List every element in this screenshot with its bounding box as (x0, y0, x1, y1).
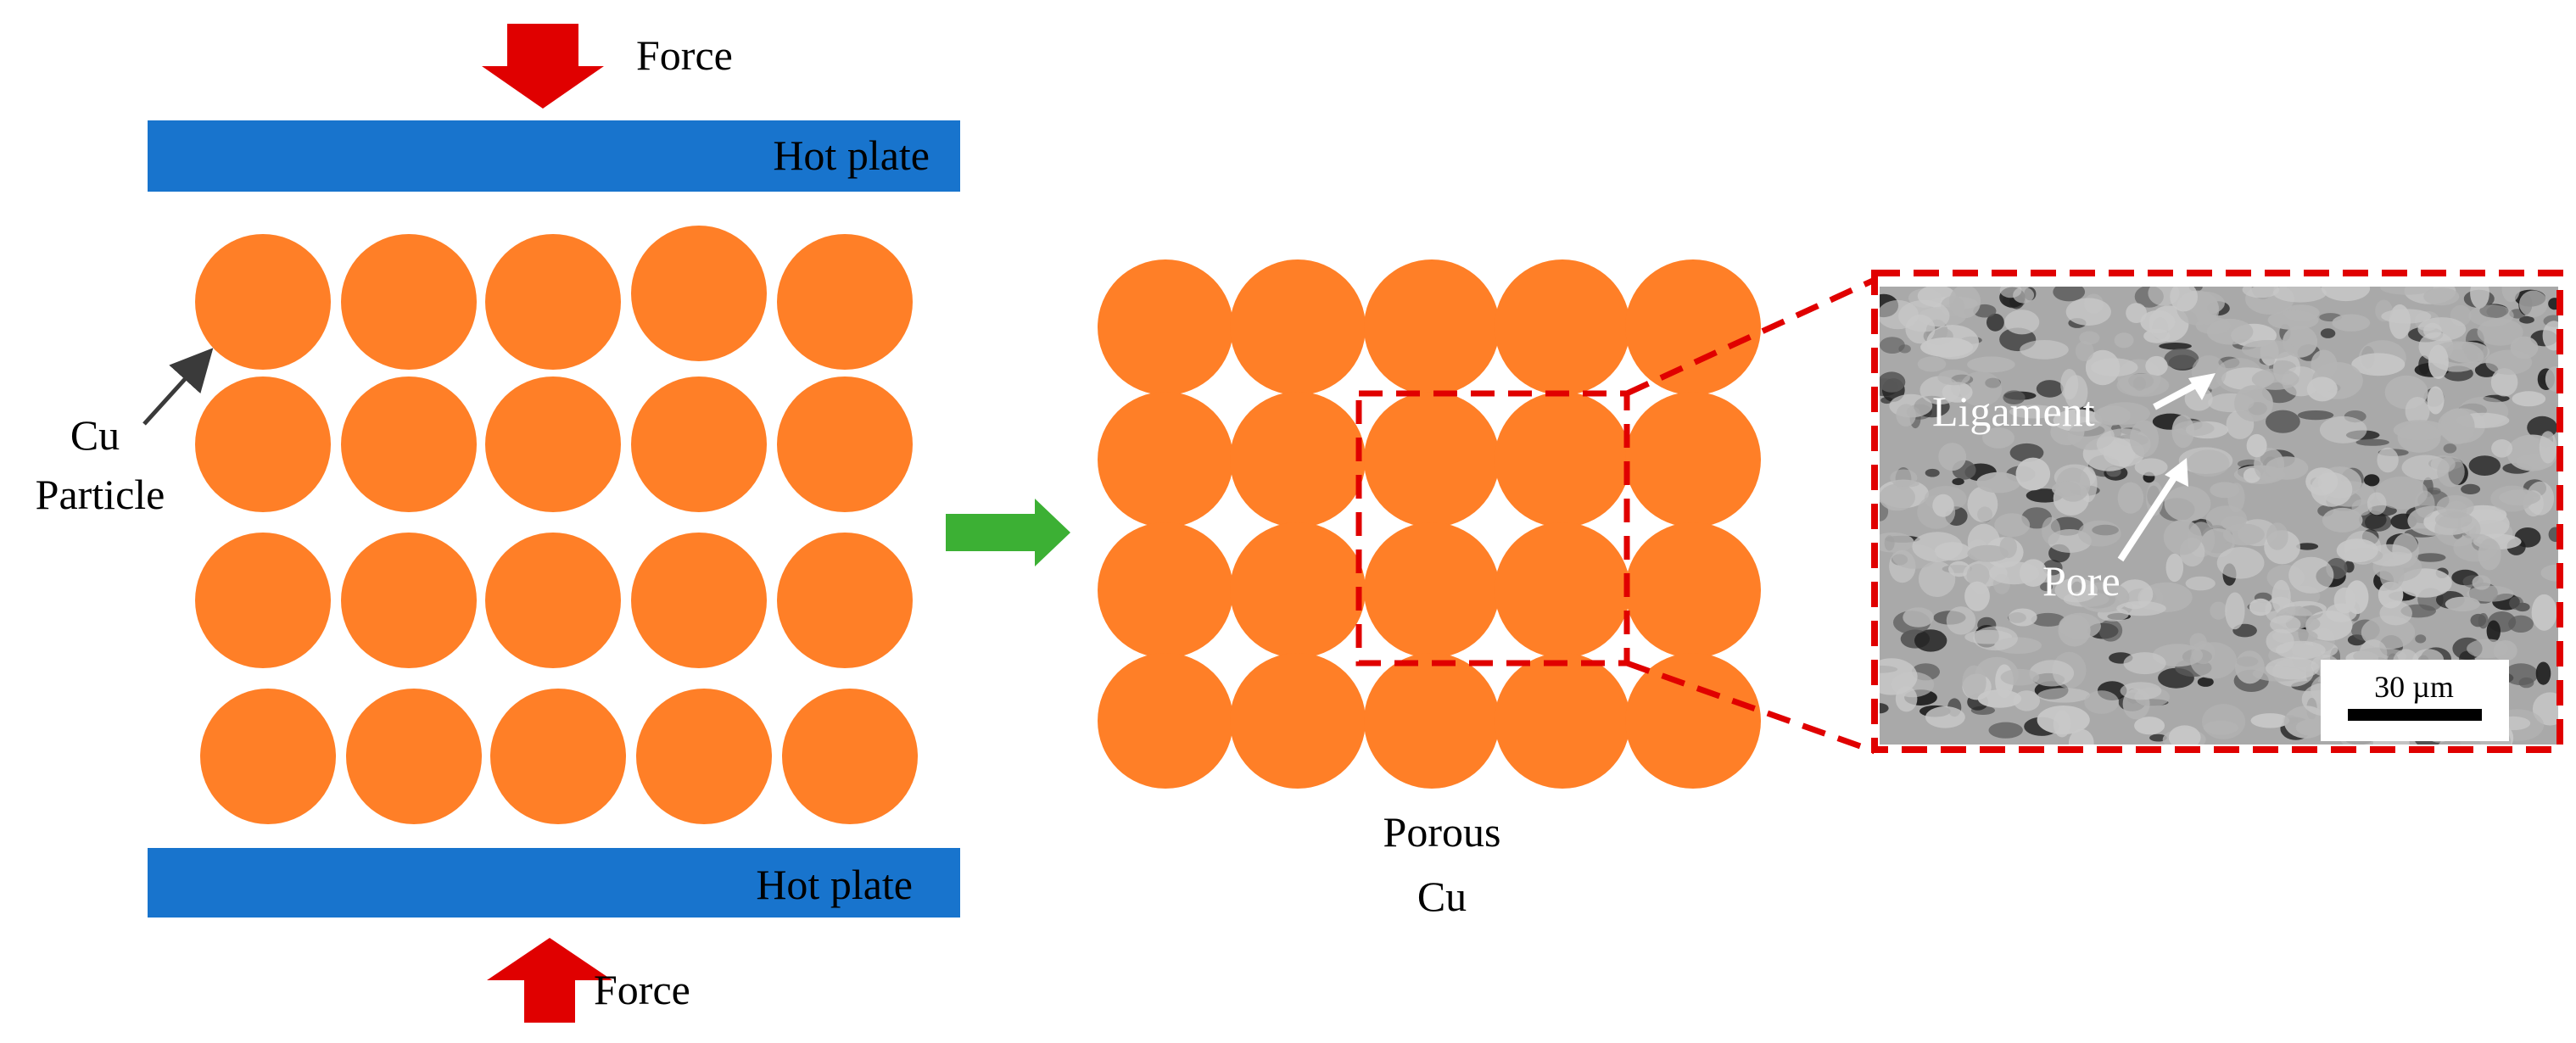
porous-cu-particle (1495, 522, 1630, 658)
pore-pointer-head (2165, 458, 2188, 487)
arrow-up-icon (487, 938, 612, 1023)
cu-particle (782, 689, 918, 824)
cu-particle (490, 689, 626, 824)
cu-particle (631, 533, 767, 668)
cu-particle (195, 376, 331, 512)
cu-particle-label-line2: Particle (36, 471, 165, 518)
hot-plate-label-top: Hot plate (773, 131, 930, 179)
cu-particle (195, 234, 331, 370)
cu-particle (631, 376, 767, 512)
porous-cu-particle (1625, 392, 1761, 527)
cu-particle (777, 234, 913, 370)
cu-particle (341, 376, 477, 512)
force-label-bottom: Force (594, 966, 690, 1013)
arrow-down-icon (482, 24, 604, 109)
porous-cu-particle (1364, 259, 1500, 395)
cu-particle (631, 226, 767, 361)
cu-particle (485, 533, 621, 668)
porous-cu-particle (1230, 392, 1366, 527)
zoom-connector-top (1625, 276, 1876, 397)
hot-plate-label-bottom: Hot plate (756, 861, 913, 908)
ligament-label: Ligament (1932, 388, 2095, 435)
porous-cu-particle (1098, 522, 1233, 658)
porous-cu-particle (1625, 259, 1761, 395)
zoom-selection-box (1355, 390, 1630, 667)
porous-cu-particle (1364, 653, 1500, 789)
cu-particle-pointer (142, 348, 214, 426)
porous-cu-label-line2: Cu (1417, 873, 1467, 920)
porous-cu-particle (1230, 522, 1366, 658)
sem-frame (1871, 270, 2563, 753)
cu-particle (341, 234, 477, 370)
porous-cu-particle-array (1098, 259, 1761, 789)
porous-cu-label-line1: Porous (1383, 808, 1501, 856)
porous-cu-particle (1495, 653, 1630, 789)
hot-plate-top (148, 120, 960, 192)
cu-particle-array (195, 226, 918, 824)
force-label-top: Force (636, 31, 733, 79)
cu-particle (341, 533, 477, 668)
pore-pointer (2117, 469, 2182, 562)
porous-cu-particle (1625, 522, 1761, 658)
scale-bar-box (2321, 660, 2509, 741)
scale-bar-label: 30 µm (2374, 670, 2454, 704)
hot-plate-bottom (148, 848, 960, 918)
cu-particle (195, 533, 331, 668)
pore-label: Pore (2042, 557, 2121, 605)
ligament-pointer-head (2188, 373, 2216, 400)
porous-cu-particle (1098, 392, 1233, 527)
porous-cu-particle (1230, 259, 1366, 395)
porous-cu-particle (1098, 653, 1233, 789)
porous-cu-particle (1364, 522, 1500, 658)
porous-cu-particle (1098, 259, 1233, 395)
cu-particle (777, 376, 913, 512)
cu-particle (485, 376, 621, 512)
porous-cu-particle (1495, 259, 1630, 395)
porous-cu-particle (1364, 392, 1500, 527)
scale-bar (2348, 709, 2482, 721)
cu-particle (346, 689, 482, 824)
porous-cu-particle (1495, 392, 1630, 527)
porous-cu-particle (1625, 653, 1761, 789)
cu-particle (636, 689, 772, 824)
cu-particle (485, 234, 621, 370)
cu-particle-label-line1: Cu (70, 411, 120, 459)
cu-particle (777, 533, 913, 668)
cu-particle (200, 689, 336, 824)
arrow-right-icon (946, 499, 1070, 566)
porous-cu-particle (1230, 653, 1366, 789)
zoom-connector-bottom (1625, 660, 1876, 755)
